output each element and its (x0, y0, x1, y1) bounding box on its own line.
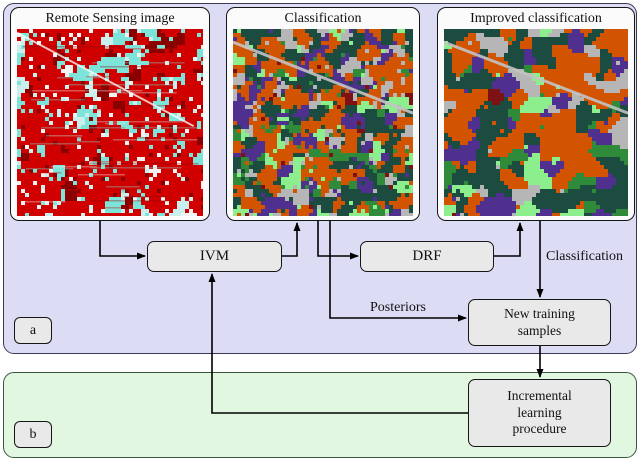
node-drf: DRF (360, 241, 494, 272)
section-a-badge-label: a (29, 322, 37, 338)
node-ilp-label-line2: learning (517, 404, 562, 420)
panel-classification: Classification (226, 7, 420, 221)
node-drf-label: DRF (412, 248, 442, 265)
panel-remote-sensing: Remote Sensing image (10, 7, 210, 221)
panel-title-remote-sensing: Remote Sensing image (45, 11, 175, 26)
node-ivm: IVM (147, 241, 282, 272)
section-a-badge: a (14, 317, 52, 344)
node-incremental-learning-procedure: Incremental learning procedure (468, 379, 611, 447)
node-nts-label-line1: New training (504, 306, 575, 322)
classification-map-image (233, 29, 413, 216)
node-ilp-label-line1: Incremental (507, 388, 572, 404)
panel-title-classification: Classification (284, 11, 362, 26)
edge-label-classification: Classification (546, 249, 623, 264)
panel-improved-classification: Improved classification (437, 7, 635, 221)
panel-title-improved-classification: Improved classification (470, 11, 602, 26)
node-ivm-label: IVM (199, 248, 230, 265)
node-nts-label-line2: samples (517, 322, 562, 338)
section-b-badge-label: b (29, 426, 37, 442)
remote-sensing-image (17, 29, 203, 216)
node-new-training-samples: New training samples (468, 299, 611, 346)
edge-label-posteriors: Posteriors (370, 300, 426, 315)
section-b-badge: b (14, 421, 52, 448)
node-ilp-label-line3: procedure (512, 421, 567, 437)
improved-classification-map-image (444, 29, 628, 216)
